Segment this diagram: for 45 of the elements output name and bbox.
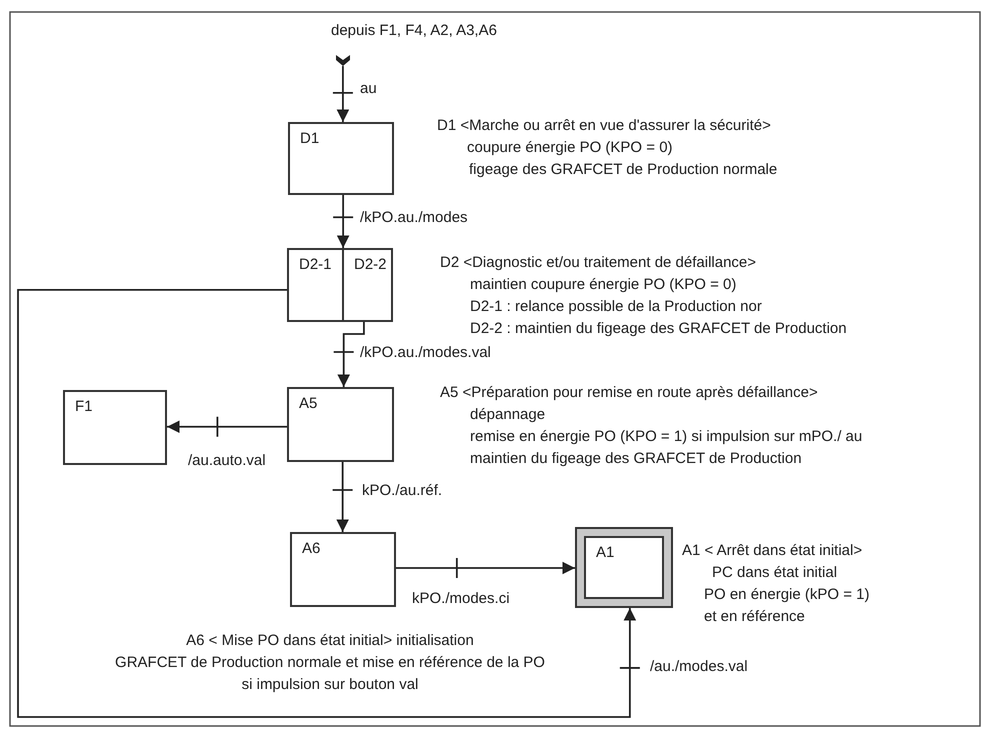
transition-condition: /kPO.au./modes [360,209,468,226]
step-description-title: D2 <Diagnostic et/ou traitement de défaillance> [440,254,756,271]
reference-text: depuis F1, F4, A2, A3,A6 [331,22,497,39]
transition-condition: au [360,80,377,97]
initial-step-box [575,527,673,608]
step-description-line: PC dans état initial [712,564,838,581]
step-label: F1 [75,398,93,415]
transition-condition: /au.auto.val [188,452,266,469]
step-label: A6 [302,540,320,557]
transition-arrow [395,557,576,579]
step-box [287,387,394,462]
step-description-line: maintien du figeage des GRAFCET de Production [470,450,802,467]
step-label: D1 [300,130,320,147]
transition-arrow [332,65,354,123]
step-box [288,122,394,195]
step-description-title: A6 < Mise PO dans état initial> initialisation [186,632,474,649]
step-box [63,390,167,465]
step-description-line: D2-1 : relance possible de la Production nor [470,298,762,315]
transition-arrow [332,461,354,533]
step-description-line: D2-2 : maintien du figeage des GRAFCET de Production [470,320,847,337]
step-description-title: A5 <Préparation pour remise en route après défaillance> [440,384,818,401]
transition-arrow [166,416,288,438]
step-description-line: GRAFCET de Production normale et mise en référence de la PO [115,654,545,671]
step-description-line: et en référence [704,608,805,625]
step-description-title: D1 <Marche ou arrêt en vue d'assurer la sécurité> [437,117,771,134]
step-label: A1 [596,544,614,561]
step-description-line: maintien coupure énergie PO (KPO = 0) [470,276,736,293]
transition-condition: kPO./modes.ci [412,590,510,607]
step-description-title: A1 < Arrêt dans état initial> [682,542,862,559]
step-description-line: coupure énergie PO (KPO = 0) [467,139,673,156]
step-label: D2-1 [299,256,332,273]
step-box [290,532,396,607]
step-description-line: remise en énergie PO (KPO = 1) si impulsion sur mPO./ au [470,428,862,445]
transition-arrow [17,289,641,718]
step-description-line: dépannage [470,406,546,423]
step-box [287,248,393,322]
transition-condition: kPO./au.réf. [362,482,442,499]
step-description-line: si impulsion sur bouton val [242,676,418,693]
step-description-line: figeage des GRAFCET de Production normale [469,161,778,178]
transition-arrow [332,194,354,249]
transition-condition: /kPO.au./modes.val [360,344,491,361]
transition-condition: /au./modes.val [650,658,748,675]
step-label: A5 [299,395,318,412]
step-label: D2-2 [354,256,387,273]
step-description-line: PO en énergie (kPO = 1) [704,586,870,603]
